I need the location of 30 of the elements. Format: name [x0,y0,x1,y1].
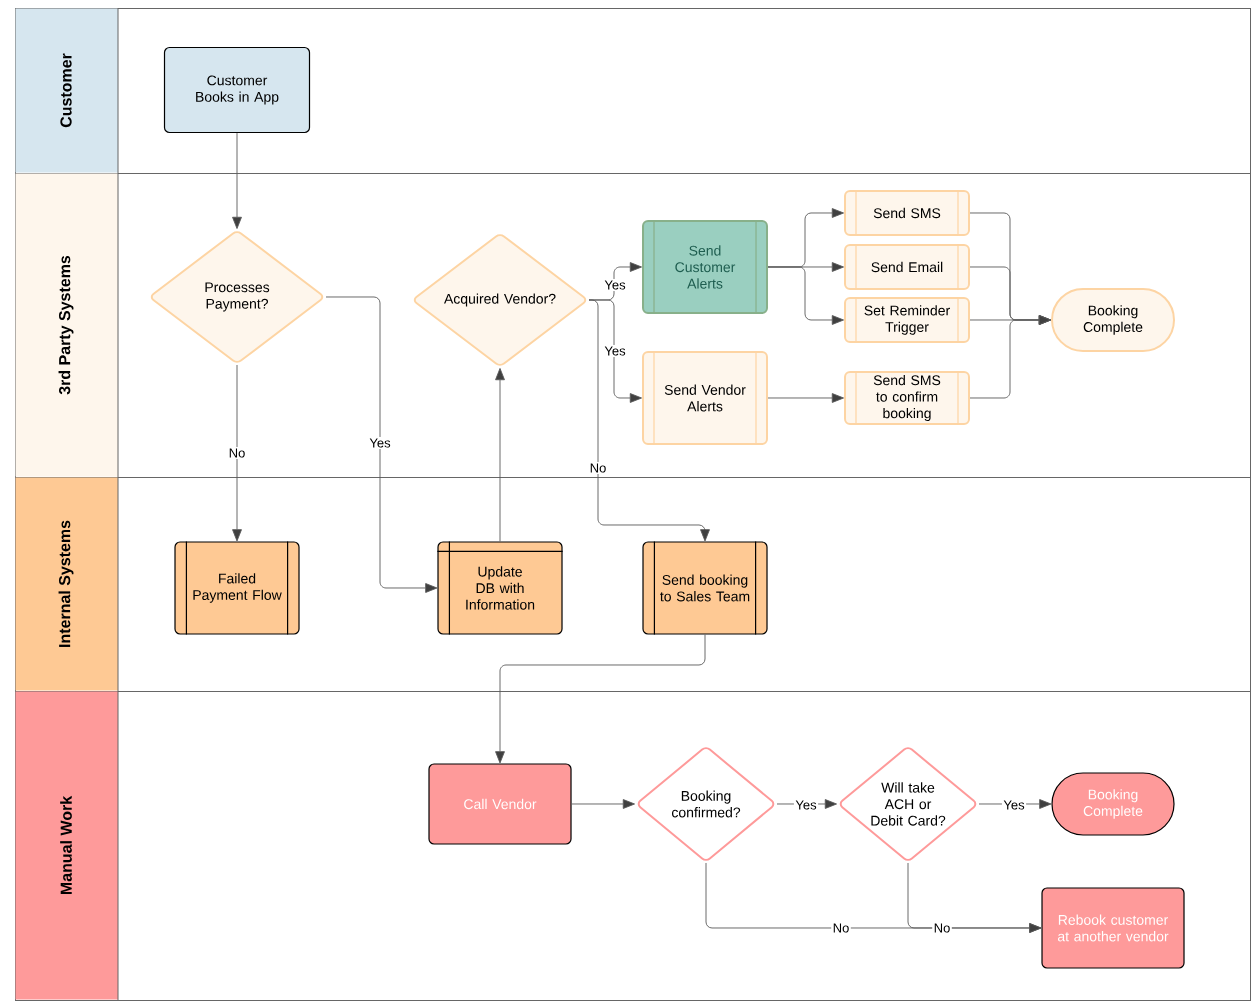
arrow [969,315,1051,399]
process-box: Send Customer Alerts [642,219,768,315]
arrow [232,132,242,229]
edge-label: Yes [793,798,819,812]
arrow [232,364,242,542]
arrow [495,368,505,542]
terminal-box: Booking Complete [1051,288,1175,352]
process-box: Send SMS [844,189,970,237]
process-box: Update DB with Information [436,540,564,636]
terminal-box: Booking Complete [1051,772,1175,836]
process-box: Customer Books in App [163,46,311,134]
edge-label: Yes [1001,798,1027,812]
edge-label: Yes [367,436,393,450]
process-box: Send Vendor Alerts [642,350,768,446]
process-box: Send SMS to confirm booking [844,370,970,426]
arrow [767,266,844,325]
arrow [907,862,1042,933]
arrow [571,799,635,809]
process-box: Send Email [844,243,970,291]
process-box: Send booking to Sales Team [642,540,768,636]
process-box: Set Reminder Trigger [844,296,970,344]
process-box: Failed Payment Flow [174,540,300,636]
process-box: Call Vendor [428,763,572,845]
edge-label: Yes [602,278,628,292]
arrow [767,393,844,403]
arrow [588,299,710,542]
arrow [325,296,438,593]
process-box: Rebook customer at another vendor [1041,887,1185,969]
edge-label: Yes [602,344,628,358]
arrow [495,634,706,764]
